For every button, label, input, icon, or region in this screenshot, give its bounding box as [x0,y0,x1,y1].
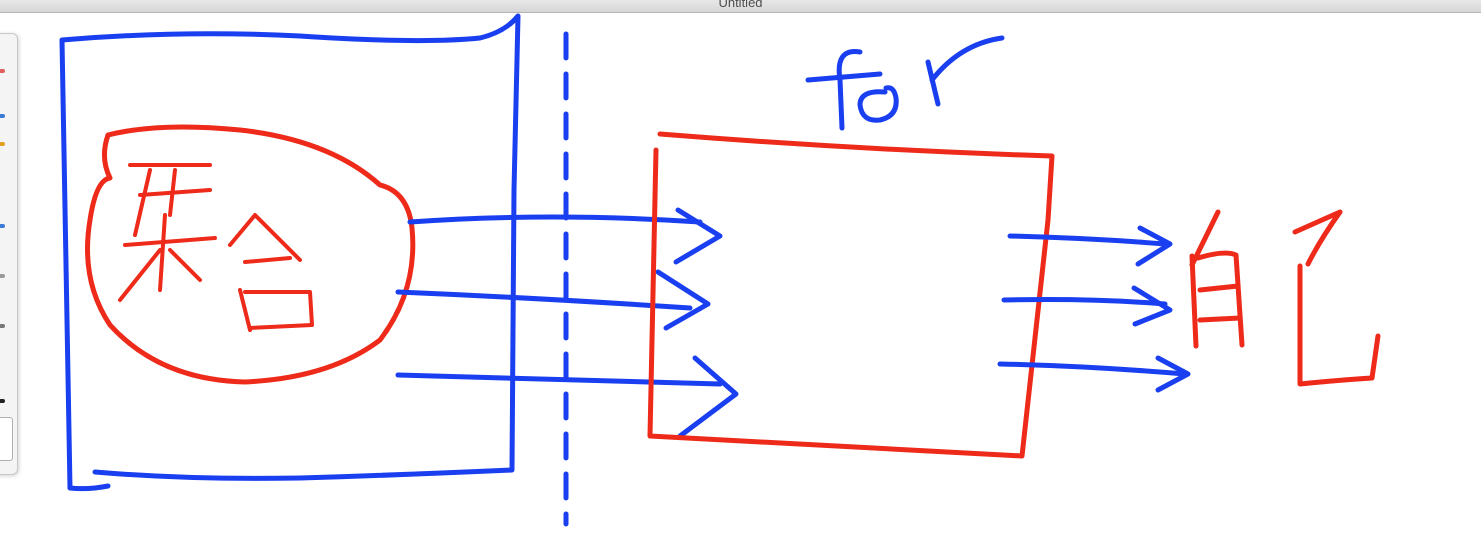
eraser-icon[interactable] [0,142,5,146]
pen-icon[interactable] [0,69,5,73]
input-arrow-2-head [655,269,711,331]
input-arrow-1-head [673,207,723,265]
container-box-corner [67,483,111,492]
hand-drawn-diagram [59,13,1381,527]
for-label [805,35,1005,131]
output-arrow-1-head [1135,225,1173,267]
container-box [59,13,521,491]
window-titlebar[interactable]: Untitled [0,0,1481,13]
arrow-icon[interactable] [0,324,5,328]
mouse-cursor-icon [210,246,219,258]
text-icon[interactable] [0,399,5,403]
tool-palette[interactable] [0,33,18,475]
input-arrow-2 [395,289,693,311]
output-arrow-3-head [1155,355,1191,393]
window-title: Untitled [718,0,763,10]
shape-icon[interactable] [0,224,5,228]
color-icon[interactable] [0,274,5,278]
drawing-canvas[interactable] [0,13,1481,554]
self-handwriting [1189,209,1381,387]
for-box [647,131,1055,459]
output-arrow-2-head [1131,285,1173,327]
input-arrow-1 [407,214,703,225]
output-arrow-3 [997,361,1188,377]
output-arrow-2 [1001,297,1168,307]
collection-handwriting [118,163,314,332]
collection-blob [85,124,416,385]
input-arrow-3-head [677,355,739,439]
color-swatch[interactable] [0,417,13,461]
input-arrow-3 [395,372,723,387]
brush-icon[interactable] [0,114,5,118]
output-arrow-1 [1007,233,1168,247]
